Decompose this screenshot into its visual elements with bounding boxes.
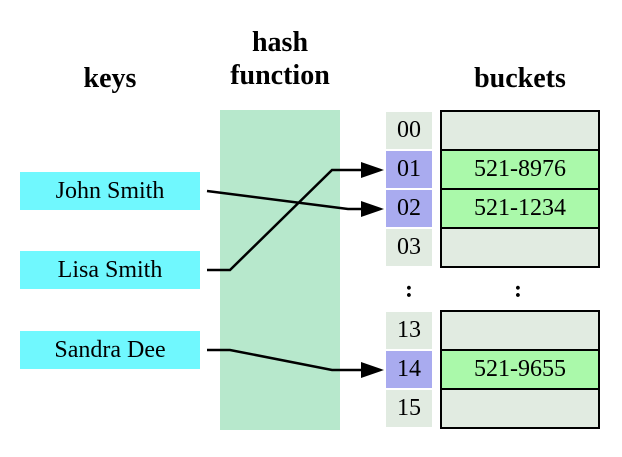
index-cell-01: 01 <box>386 151 432 188</box>
key-box-lisa-smith: Lisa Smith <box>20 251 200 289</box>
bucket-row-13 <box>442 312 598 349</box>
index-cell-00: 00 <box>386 112 432 149</box>
keys-label: keys <box>83 63 137 94</box>
bucket-row-03 <box>442 227 598 266</box>
bucket-table-bottom: 521-9655 <box>440 310 600 429</box>
key-box-john-smith: John Smith <box>20 172 200 210</box>
arrowhead-index-01 <box>361 162 384 178</box>
index-cell-02: 02 <box>386 190 432 227</box>
bucket-table-top: 521-8976 521-1234 <box>440 110 600 268</box>
bucket-value-14: 521-9655 <box>474 356 566 382</box>
bucket-value-02: 521-1234 <box>474 195 566 221</box>
hash-function-label-line2: function <box>230 60 330 91</box>
arrowhead-index-02 <box>361 201 384 217</box>
hash-function-box <box>220 110 340 430</box>
bucket-row-14: 521-9655 <box>442 349 598 388</box>
key-label-sandra-dee: Sandra Dee <box>54 336 166 363</box>
bucket-row-00 <box>442 112 598 149</box>
index-ellipsis: : <box>405 277 413 303</box>
key-label-john-smith: John Smith <box>55 177 165 204</box>
bucket-row-15 <box>442 388 598 427</box>
index-cell-03: 03 <box>386 229 432 266</box>
bucket-row-02: 521-1234 <box>442 188 598 227</box>
bucket-row-01: 521-8976 <box>442 149 598 188</box>
index-cell-15: 15 <box>386 390 432 427</box>
hash-function-label: hash function <box>219 26 341 92</box>
arrowhead-index-14 <box>361 362 384 378</box>
bucket-ellipsis: : <box>514 277 522 303</box>
key-label-lisa-smith: Lisa Smith <box>57 256 163 283</box>
bucket-value-01: 521-8976 <box>474 156 566 182</box>
buckets-label: buckets <box>474 63 566 94</box>
key-box-sandra-dee: Sandra Dee <box>20 331 200 369</box>
hash-function-label-line1: hash <box>251 27 309 58</box>
index-cell-13: 13 <box>386 312 432 349</box>
index-cell-14: 14 <box>386 351 432 388</box>
